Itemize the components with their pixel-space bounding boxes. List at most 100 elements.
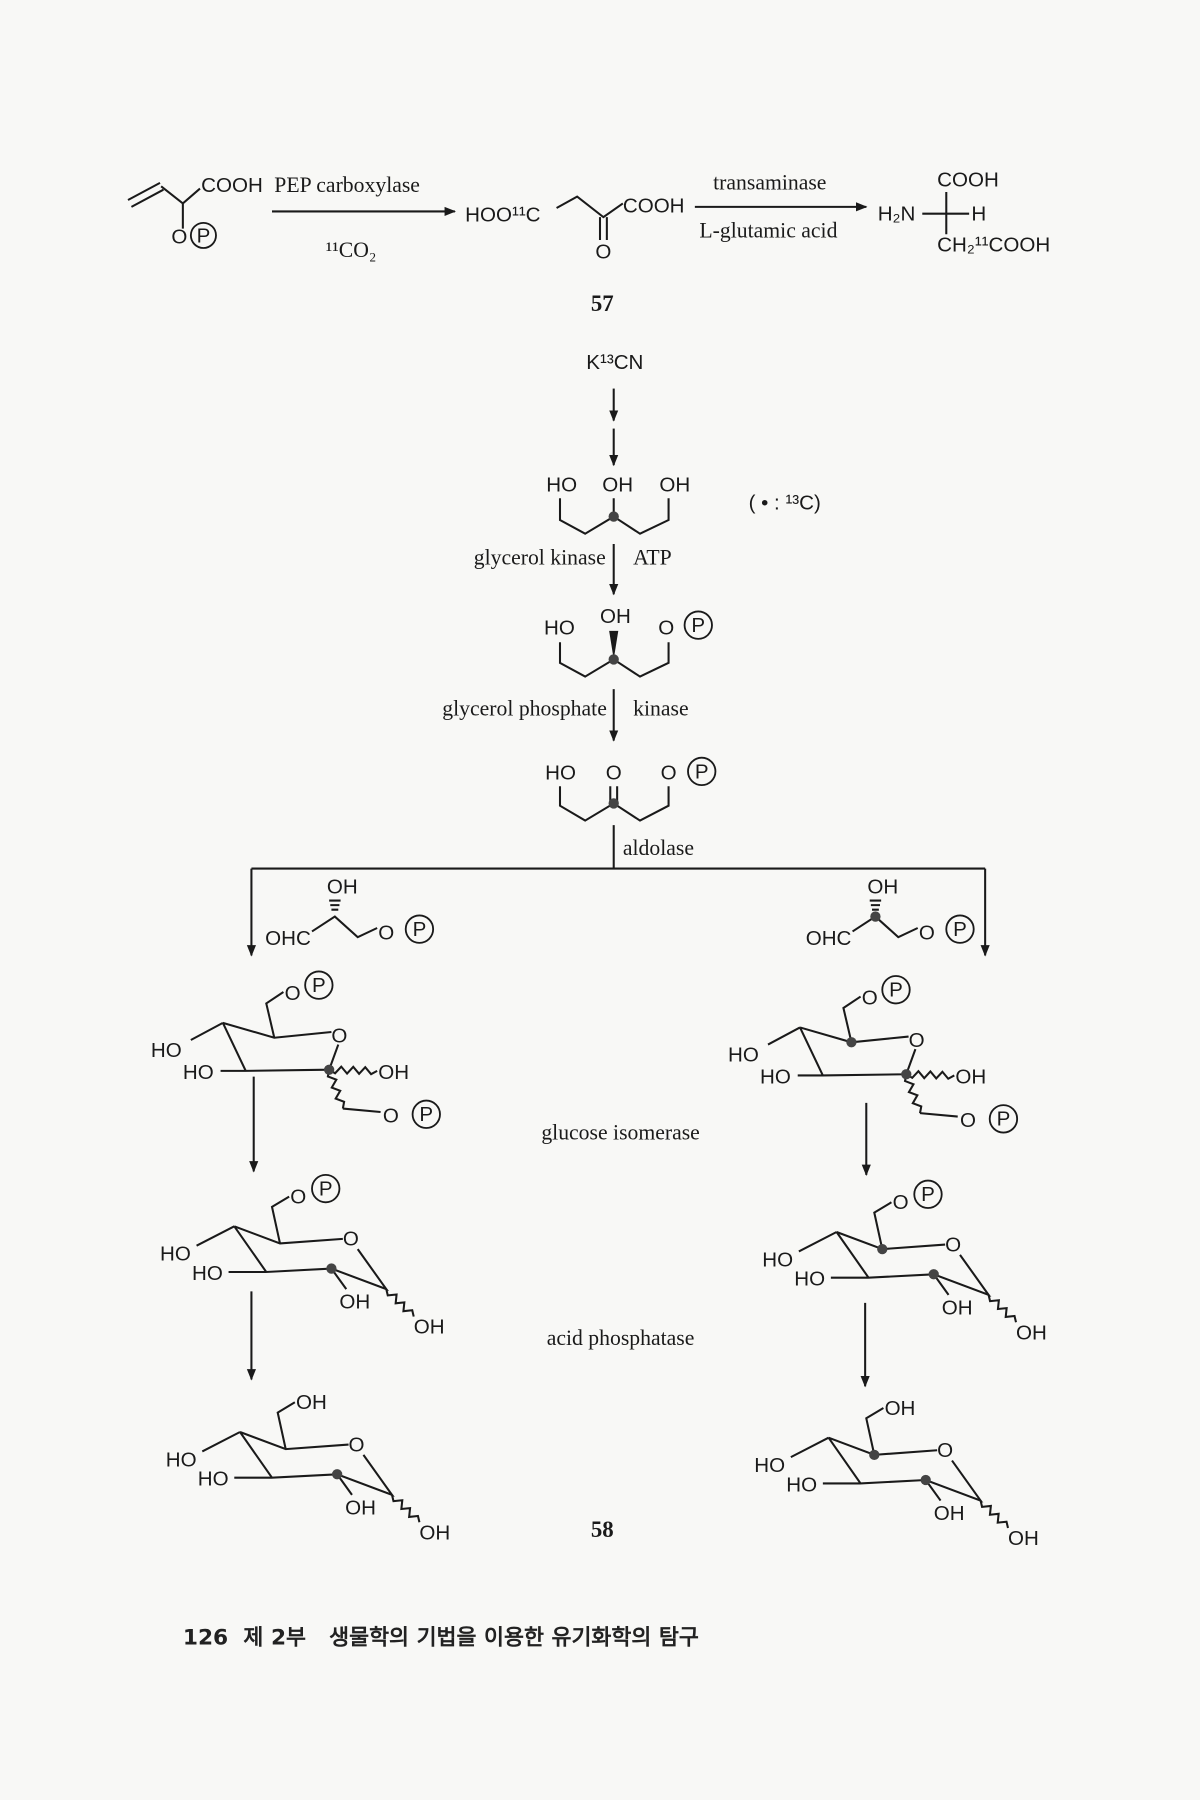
svg-text:P: P (953, 918, 967, 941)
hydroxyl-label: OH (296, 1391, 327, 1414)
13c-label-dot (920, 1474, 931, 1486)
aldehyde-label: OHC (806, 927, 852, 950)
oxygen-label: O (893, 1191, 909, 1214)
hydroxyl-label: OH (345, 1496, 376, 1519)
glycerol-molecule: HO OH OH (546, 473, 690, 535)
hydroxyl-label: HO (546, 473, 577, 496)
pep-acid-label: COOH (201, 174, 263, 197)
enzyme-glycerol-phosphate: glycerol phosphate (442, 696, 607, 720)
phosphate-circle-icon: P (881, 975, 911, 1005)
hydroxyl-label: HO (786, 1473, 817, 1496)
oxygen-label: O (960, 1109, 976, 1132)
13c-label-dot (332, 1469, 343, 1480)
pep-oxygen-label: O (171, 225, 187, 248)
reagent-l-glutamic-acid: L-glutamic acid (699, 219, 837, 243)
13c-label-dot (870, 911, 881, 922)
oxygen-label: O (378, 921, 394, 944)
hydroxyl-label: HO (151, 1039, 182, 1062)
scheme-57: COOH O P PEP carboxylase ¹¹CO₂ HOO¹¹C CO… (127, 168, 1051, 316)
hydroxyl-label: OH (942, 1296, 973, 1319)
fructose-bisphosphate-right: O HO HO OH O P O P (728, 975, 1019, 1134)
phosphate-circle-icon: P (988, 1104, 1019, 1134)
hydroxyl-label: OH (600, 605, 631, 628)
enzyme-aldolase: aldolase (623, 836, 694, 860)
wavy-bond (903, 1074, 923, 1114)
scheme-58: K¹³CN HO OH OH ( • : ¹³C) glycerol kinas… (151, 351, 1047, 1550)
wavy-bond (390, 1494, 421, 1523)
page-number: 126 (183, 1626, 228, 1651)
aspartate-left-label: H₂N (878, 203, 916, 226)
oxaloacetate-left-label: HOO¹¹C (465, 204, 541, 227)
ring-oxygen-label: O (937, 1439, 953, 1462)
glucose-6-phosphate-right: O HO HO OH OH O P (762, 1179, 1047, 1344)
hydroxyl-label: OH (659, 473, 690, 496)
glyceraldehyde-phosphate-right: OH OHC O P (806, 876, 975, 950)
oxygen-label: O (606, 761, 622, 784)
13c-label-dot (869, 1449, 880, 1460)
oxygen-label: O (285, 982, 301, 1005)
aldehyde-label: OHC (265, 927, 311, 950)
hydroxyl-label: HO (794, 1268, 825, 1291)
hydroxyl-label: OH (885, 1397, 916, 1420)
ring-oxygen-label: O (331, 1024, 347, 1047)
glucose-6-phosphate-left: O HO HO OH OH O P (160, 1173, 445, 1339)
aspartate-molecule: COOH H₂N H CH₂¹¹COOH (878, 168, 1051, 256)
13c-label-dot (928, 1269, 939, 1280)
hydroxyl-label: OH (1016, 1321, 1047, 1344)
ring-oxygen-label: O (945, 1233, 961, 1256)
oxygen-label: O (658, 616, 674, 639)
svg-text:P: P (197, 224, 211, 247)
13c-label-dot (846, 1037, 857, 1048)
hydroxyl-label: OH (934, 1502, 965, 1525)
svg-text:P: P (695, 760, 709, 783)
13c-label-dot (608, 798, 619, 809)
hydroxyl-label: HO (160, 1243, 191, 1266)
enzyme-acid-phosphatase: acid phosphatase (547, 1326, 695, 1350)
phosphate-circle-icon: P (311, 1173, 341, 1204)
enzyme-glucose-isomerase: glucose isomerase (541, 1120, 700, 1144)
svg-text:P: P (419, 1103, 433, 1126)
hydroxyl-label: HO (198, 1468, 229, 1491)
13c-label-dot (324, 1064, 335, 1075)
13c-legend: ( • : ¹³C) (749, 492, 821, 515)
13c-label-dot (608, 511, 619, 522)
aspartate-top-label: COOH (937, 168, 999, 191)
hydroxyl-label: HO (544, 616, 575, 639)
keto-oxygen-label: O (595, 240, 611, 263)
svg-text:P: P (889, 979, 903, 1002)
phosphate-circle-icon: P (404, 914, 435, 944)
hydroxyl-label: OH (414, 1316, 445, 1339)
wavy-bond (987, 1294, 1018, 1323)
ring-oxygen-label: O (343, 1228, 359, 1251)
oxaloacetate-right-label: COOH (623, 195, 685, 218)
svg-text:P: P (413, 918, 427, 941)
oxygen-label: O (661, 761, 677, 784)
glucose-left: O HO HO OH OH OH (166, 1391, 451, 1544)
oxygen-label: O (383, 1104, 399, 1127)
hydroxyl-label: HO (183, 1061, 214, 1084)
hydroxyl-label: OH (419, 1521, 450, 1544)
phosphate-circle-icon: P (945, 914, 975, 944)
reagent-11co2: ¹¹CO₂ (326, 238, 377, 262)
glyceraldehyde-phosphate-left: OH OHC O P (265, 876, 435, 950)
hydroxyl-label: HO (192, 1262, 223, 1285)
hydroxyl-label: OH (1008, 1527, 1039, 1550)
hydroxyl-label: HO (166, 1448, 197, 1471)
k13cn-label: K¹³CN (586, 351, 643, 374)
phosphate-circle-icon: P (683, 610, 713, 640)
cofactor-atp: ATP (633, 546, 672, 570)
phosphate-circle-icon: P (687, 756, 717, 787)
hydroxyl-label: OH (339, 1291, 370, 1314)
wavy-bond (385, 1288, 415, 1317)
ring-oxygen-label: O (349, 1433, 365, 1456)
enzyme-transaminase: transaminase (713, 171, 826, 195)
13c-label-dot (877, 1244, 888, 1255)
aldolase-branch-lines (251, 825, 986, 870)
wavy-bond (326, 1069, 346, 1109)
part-label: 제 2부 (243, 1626, 306, 1651)
svg-text:P: P (921, 1183, 935, 1206)
wavy-bond (979, 1500, 1010, 1529)
svg-text:P: P (997, 1108, 1011, 1131)
enzyme-pep-carboxylase: PEP carboxylase (274, 173, 420, 197)
